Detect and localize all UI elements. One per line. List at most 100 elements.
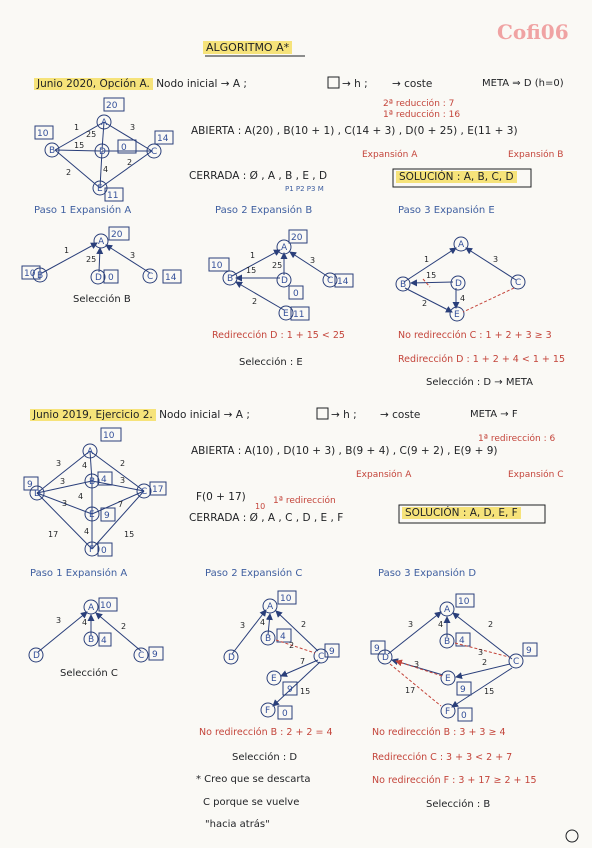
s2-note3: "hacia atrás" — [205, 819, 270, 830]
svg-text:E: E — [283, 309, 289, 319]
s2-cerrada-label: CERRADA : — [189, 512, 247, 524]
svg-text:C: C — [147, 272, 153, 282]
graph-s2-step3-labels: A D B C E F 10 9 4 9 9 0 3 4 2 3 2 3 17 … — [374, 597, 532, 721]
s2-noredir-f: No redirección F : 3 + 17 ≥ 2 + 15 — [372, 775, 537, 786]
svg-text:20: 20 — [106, 101, 118, 111]
svg-text:C: C — [151, 147, 157, 157]
s2-solution: SOLUCIÓN : A, D, E, F — [402, 507, 521, 519]
svg-text:10: 10 — [100, 601, 112, 611]
svg-text:E: E — [89, 510, 95, 520]
svg-text:C: C — [327, 276, 333, 286]
svg-text:E: E — [445, 674, 451, 684]
svg-text:0: 0 — [108, 273, 114, 283]
s2-header-rest: Nodo inicial → A ; — [159, 409, 250, 421]
svg-text:15: 15 — [74, 141, 84, 150]
svg-text:3: 3 — [478, 648, 483, 657]
svg-text:9: 9 — [374, 644, 380, 654]
s1-redir1: Redirección D : 1 + 15 < 25 — [212, 330, 345, 341]
svg-text:D: D — [455, 279, 462, 289]
svg-text:A: A — [444, 605, 451, 615]
s1-cerrada-value: Ø , A , B , E , D — [249, 170, 328, 182]
svg-text:20: 20 — [111, 230, 123, 240]
s2-abierta-exp-a: Expansión A — [356, 470, 412, 480]
s1-abierta-item-a: A(20) — [244, 125, 274, 137]
s1-abierta-item-b: B(10 + 1) — [283, 125, 335, 137]
s1-meta: META ⇒ D (h=0) — [482, 78, 564, 89]
graph-s2-step3-red — [389, 642, 510, 707]
svg-text:2: 2 — [422, 299, 427, 308]
svg-text:3: 3 — [240, 621, 245, 630]
graph-s1-step2 — [208, 229, 354, 321]
svg-text:9: 9 — [27, 480, 33, 490]
watermark-logo: Cofi06 — [497, 20, 569, 44]
svg-text:25: 25 — [86, 130, 96, 139]
svg-text:0: 0 — [293, 289, 299, 299]
svg-text:C: C — [513, 657, 519, 667]
svg-text:15: 15 — [426, 271, 436, 280]
svg-text:2: 2 — [488, 620, 493, 629]
svg-text:9: 9 — [104, 511, 110, 521]
svg-text:A: A — [88, 603, 95, 613]
svg-text:10: 10 — [103, 431, 115, 441]
s2-abierta-label: ABIERTA : — [191, 445, 242, 457]
svg-text:4: 4 — [438, 620, 443, 629]
svg-text:B: B — [88, 635, 94, 645]
svg-text:B: B — [89, 477, 95, 487]
svg-text:3: 3 — [62, 499, 67, 508]
s1-step1: Paso 1 Expansión A — [34, 205, 132, 216]
svg-text:A: A — [281, 243, 288, 253]
h-box-s1 — [327, 76, 340, 89]
graph-s1-main — [34, 97, 174, 202]
graph-s1-step1-labels: A B D C 20 10 0 14 1 25 3 — [24, 230, 177, 283]
svg-text:4: 4 — [460, 294, 465, 303]
svg-text:B: B — [49, 146, 55, 156]
svg-text:4: 4 — [101, 636, 107, 646]
svg-text:14: 14 — [165, 273, 177, 283]
svg-text:7: 7 — [300, 657, 305, 666]
s1-h-part: → h ; — [342, 78, 368, 90]
s1-note-red2: 1ª reducción : 16 — [383, 110, 461, 120]
graph-s1-step3-red — [422, 278, 515, 313]
svg-text:3: 3 — [56, 459, 61, 468]
s2-f-note: 1ª redirección — [273, 496, 336, 506]
graph-s1-step1 — [21, 226, 182, 285]
svg-text:4: 4 — [459, 636, 465, 646]
svg-text:10: 10 — [211, 261, 223, 271]
svg-text:15: 15 — [484, 687, 494, 696]
s1-cerrada-sub: P1 P2 P3 M — [285, 185, 324, 193]
svg-text:9: 9 — [329, 647, 335, 657]
svg-text:4: 4 — [78, 492, 83, 501]
svg-text:9: 9 — [526, 646, 532, 656]
svg-text:0: 0 — [121, 143, 127, 153]
s1-abierta-item-e: E(11 + 3) — [467, 125, 518, 137]
s1-header-rest: Nodo inicial → A ; — [156, 78, 247, 90]
svg-text:C: C — [515, 278, 521, 288]
svg-text:E: E — [454, 310, 460, 320]
svg-text:E: E — [271, 674, 277, 684]
svg-text:15: 15 — [246, 266, 256, 275]
svg-text:D: D — [281, 276, 288, 286]
svg-text:2: 2 — [289, 641, 294, 650]
s2-meta: META → F — [470, 409, 518, 420]
svg-text:3: 3 — [120, 476, 125, 485]
graph-s1-main-labels: A B D C E 20 10 0 14 11 1 25 3 15 2 4 2 — [37, 101, 169, 201]
svg-text:B: B — [37, 271, 43, 281]
s1-noredir1: No redirección C : 1 + 2 + 3 ≥ 3 — [398, 330, 552, 341]
svg-text:9: 9 — [460, 685, 466, 695]
s2-cerrada: CERRADA : Ø , A , C , D , E , F — [189, 512, 343, 524]
svg-text:1: 1 — [74, 123, 79, 132]
svg-text:17: 17 — [48, 530, 58, 539]
s2-step1: Paso 1 Expansión A — [30, 568, 128, 579]
svg-text:D: D — [382, 653, 389, 663]
svg-text:F: F — [265, 706, 270, 716]
s2-note1: * Creo que se descarta — [196, 774, 311, 785]
svg-text:4: 4 — [103, 165, 108, 174]
s2-note2: C porque se vuelve — [203, 797, 300, 808]
svg-text:11: 11 — [293, 310, 304, 320]
svg-text:B: B — [400, 280, 406, 290]
graph-s2-main-labels: A D B C E F 10 9 4 17 9 0 3 4 2 3 3 4 3 … — [27, 431, 163, 556]
s2-note-red: 1ª redirección : 6 — [478, 434, 556, 444]
svg-text:0: 0 — [461, 711, 467, 721]
s2-noredir-b2: No redirección B : 3 + 3 ≥ 4 — [372, 727, 506, 738]
